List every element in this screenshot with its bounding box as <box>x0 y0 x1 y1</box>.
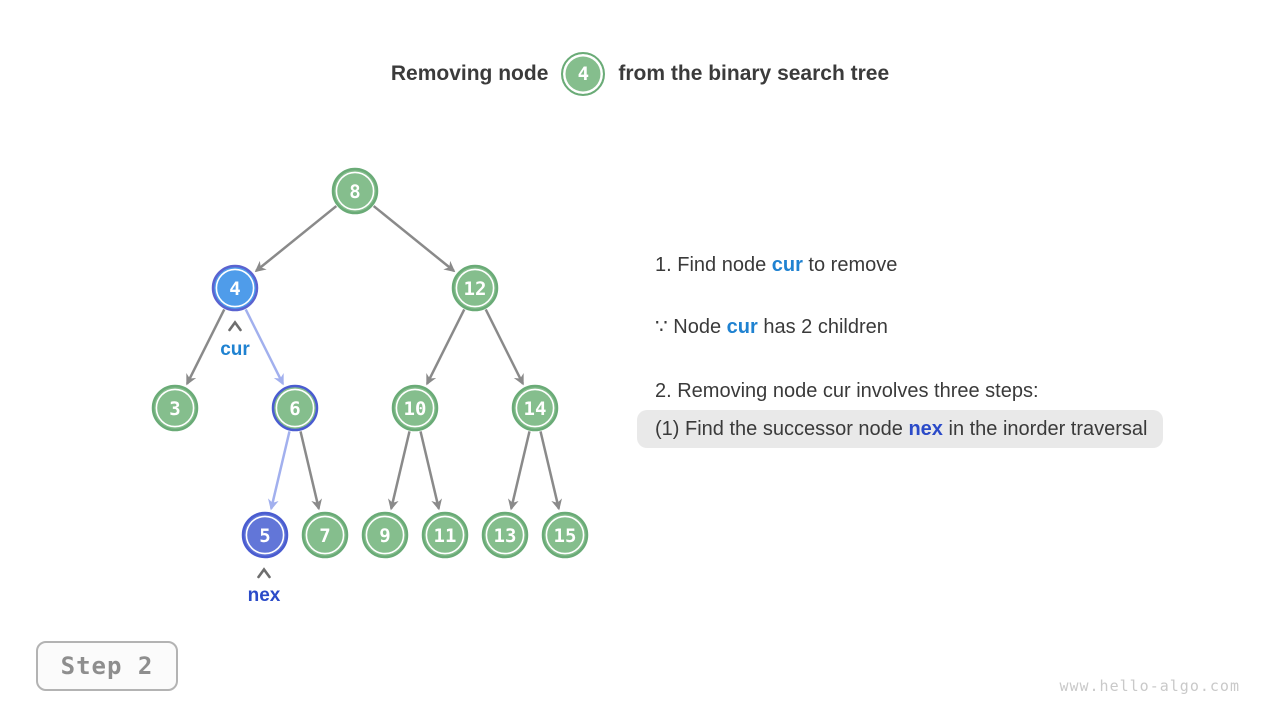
note-text: (1) Find the successor node <box>655 418 909 440</box>
pointer-label-nex: nex <box>248 585 281 606</box>
watermark: www.hello-algo.com <box>1059 677 1240 695</box>
tree-node-3: 3 <box>151 384 199 432</box>
title-suffix: from the binary search tree <box>618 62 890 85</box>
note-line-2: ∵ Node cur has 2 children <box>637 314 1280 340</box>
note-text: to remove <box>802 254 898 276</box>
svg-text:14: 14 <box>524 398 547 420</box>
title-node-value: 4 <box>577 63 590 85</box>
caret-up-icon <box>228 320 242 332</box>
svg-text:6: 6 <box>289 398 300 420</box>
tree-edge-14-15 <box>539 431 562 511</box>
tree-edge-12-14 <box>484 308 525 386</box>
tree-node-6: 6 <box>271 384 319 432</box>
tree-edge-8-4 <box>254 205 338 273</box>
title-prefix: Removing node <box>390 62 549 85</box>
pointer-ref-cur: cur <box>771 254 803 276</box>
tree-edge-14-13 <box>508 431 531 511</box>
svg-text:8: 8 <box>349 181 360 203</box>
note-text: has 2 children <box>757 316 888 338</box>
tree-node-12: 12 <box>451 264 499 312</box>
tree-edge-6-5 <box>268 431 291 511</box>
tree-node-9: 9 <box>361 511 409 559</box>
tree-node-5: 5 <box>241 511 289 559</box>
svg-text:9: 9 <box>379 525 390 547</box>
tree-edge-12-10 <box>425 308 466 386</box>
svg-text:11: 11 <box>434 525 457 547</box>
note-text: in the inorder traversal <box>942 418 1148 440</box>
tree-node-4: 4 <box>211 264 259 312</box>
tree-node-14: 14 <box>511 384 559 432</box>
tree-node-11: 11 <box>421 511 469 559</box>
note-text: ∵ Node <box>655 316 727 338</box>
svg-text:4: 4 <box>229 278 240 300</box>
svg-text:7: 7 <box>319 525 330 547</box>
tree-node-15: 15 <box>541 511 589 559</box>
step-badge: Step 2 <box>36 641 178 691</box>
pointer-ref-nex: nex <box>908 418 943 440</box>
tree-edge-10-11 <box>419 431 442 511</box>
svg-text:10: 10 <box>404 398 427 420</box>
note-line-4: (1) Find the successor node nex in the i… <box>637 410 1164 448</box>
note-text: 2. Removing node cur involves three step… <box>655 380 1039 402</box>
svg-text:3: 3 <box>169 398 180 420</box>
pointer-nex: nex <box>248 567 281 606</box>
title-node-badge: 4 <box>561 52 606 96</box>
tree-edge-4-6 <box>244 308 285 386</box>
note-line-3: 2. Removing node cur involves three step… <box>637 378 1280 404</box>
svg-text:5: 5 <box>259 525 270 547</box>
svg-text:12: 12 <box>464 278 487 300</box>
svg-text:15: 15 <box>554 525 577 547</box>
tree-edge-6-7 <box>299 431 322 511</box>
pointer-label-cur: cur <box>220 339 250 360</box>
note-line-1: 1. Find node cur to remove <box>637 252 1280 278</box>
tree-edge-4-3 <box>185 308 226 386</box>
caret-up-icon <box>257 567 271 579</box>
pointer-cur: cur <box>220 320 250 360</box>
note-text: 1. Find node <box>655 254 772 276</box>
tree-node-10: 10 <box>391 384 439 432</box>
tree-node-8: 8 <box>331 167 379 215</box>
tree-edge-10-9 <box>388 431 411 511</box>
tree-node-13: 13 <box>481 511 529 559</box>
pointer-ref-cur: cur <box>726 316 758 338</box>
tree-node-7: 7 <box>301 511 349 559</box>
step-badge-label: Step 2 <box>60 652 154 680</box>
slide-title: Removing node 4 from the binary search t… <box>0 50 1280 98</box>
tree-edge-8-12 <box>372 205 456 273</box>
svg-text:13: 13 <box>494 525 517 547</box>
explanation-notes: 1. Find node cur to remove ∵ Node cur has… <box>637 0 1280 448</box>
